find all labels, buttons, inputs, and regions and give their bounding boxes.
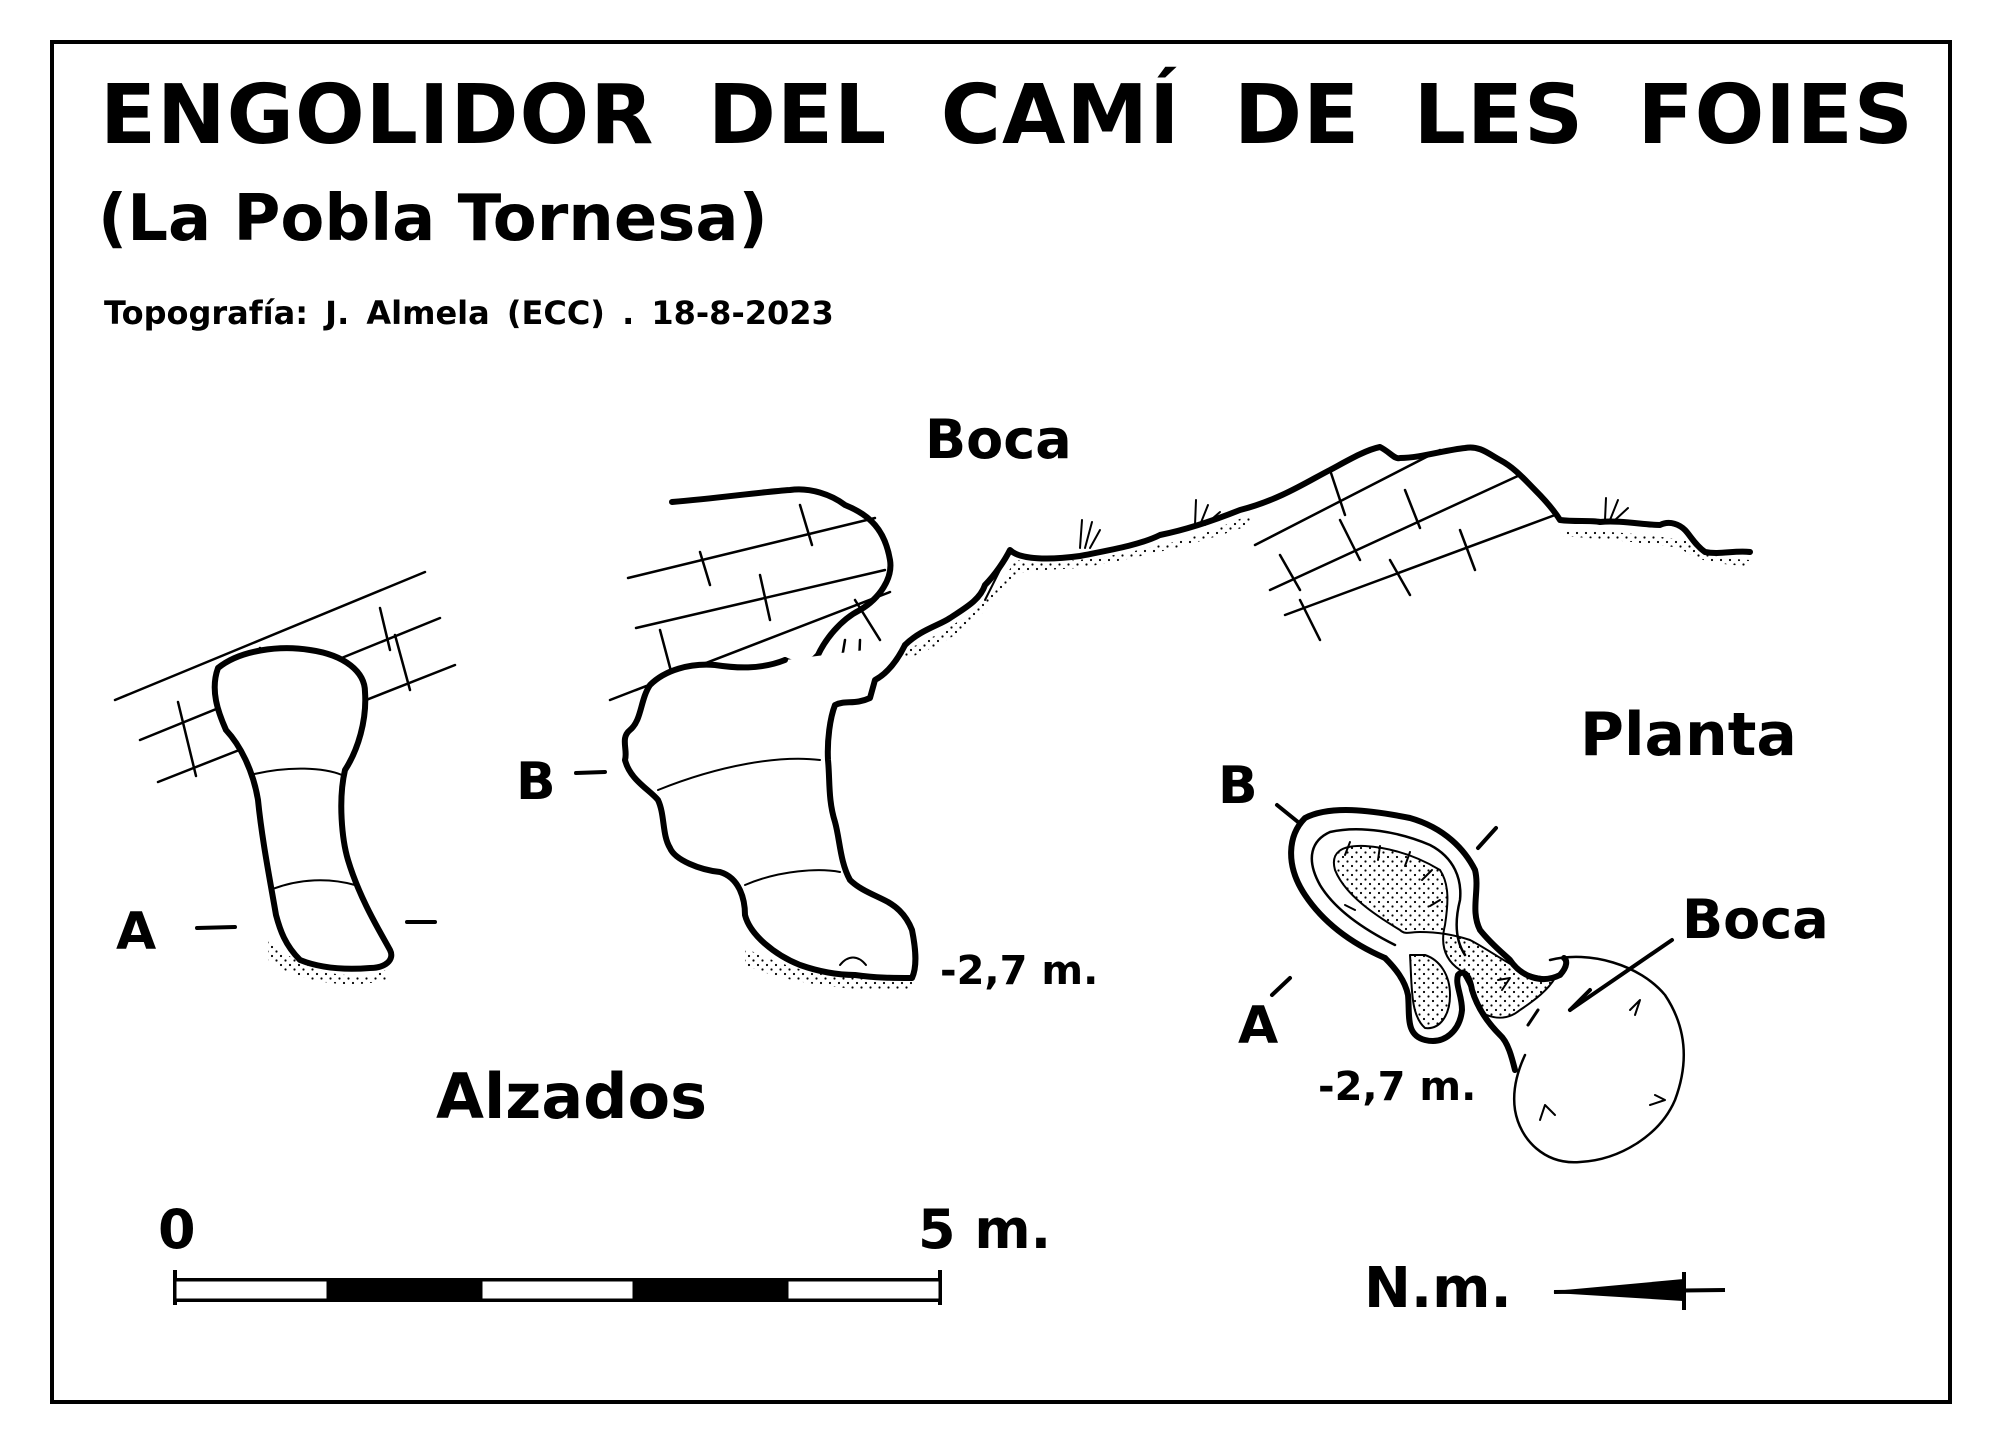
boca-label-elevation: Boca	[925, 408, 1072, 471]
scale-segment-1	[173, 1278, 330, 1302]
section-b-label-plan: B	[1218, 756, 1258, 816]
rock-strata-surface	[1253, 448, 1557, 642]
section-b-elevation	[574, 444, 1753, 991]
scale-segment-2	[326, 1278, 483, 1302]
scale-segment-3	[479, 1278, 636, 1302]
scale-end-label: 5 m.	[918, 1198, 1052, 1261]
inner-contour	[1310, 827, 1467, 957]
map-frame	[50, 40, 1952, 1404]
scale-bar	[173, 1270, 942, 1305]
north-arrow	[1553, 1272, 1726, 1310]
sinkhole-outline	[1513, 955, 1685, 1164]
surface-profile	[902, 444, 1753, 648]
floor-sediment-b	[745, 948, 912, 991]
grass-tufts	[1079, 497, 1629, 549]
section-b-label-elevation: B	[516, 752, 556, 812]
floor-sediment-a	[268, 940, 390, 985]
section-a-label-plan: A	[1238, 996, 1279, 1056]
cave-outline-a	[211, 645, 395, 972]
scale-segment-4	[632, 1278, 789, 1302]
surface-soil	[905, 515, 1250, 660]
floor-fill-plan	[1332, 844, 1556, 1019]
map-subtitle: (La Pobla Tornesa)	[98, 182, 768, 256]
surface-top-b	[669, 486, 894, 667]
depth-label-elevation: -2,7 m.	[940, 948, 1099, 994]
north-label: N.m.	[1364, 1256, 1512, 1321]
survey-credits: Topografía: J. Almela (ECC) . 18-8-2023	[104, 294, 834, 332]
boca-label-plan: Boca	[1682, 888, 1829, 951]
depth-label-plan: -2,7 m.	[1318, 1064, 1477, 1110]
map-title: ENGOLIDOR DEL CAMÍ DE LES FOIES	[100, 68, 1914, 163]
alzados-label: Alzados	[436, 1060, 708, 1133]
scale-segment-5	[785, 1278, 942, 1302]
section-a-label-elevation: A	[116, 902, 157, 962]
scale-bar-segments	[173, 1278, 942, 1302]
scale-start-label: 0	[158, 1198, 196, 1261]
cave-outline-b	[621, 642, 919, 981]
planta-label: Planta	[1580, 700, 1797, 770]
plan-view	[1270, 803, 1685, 1164]
slope-ticks	[1344, 841, 1666, 1121]
section-a-elevation	[113, 570, 457, 985]
boca-pointer-arrow	[1568, 938, 1674, 1012]
